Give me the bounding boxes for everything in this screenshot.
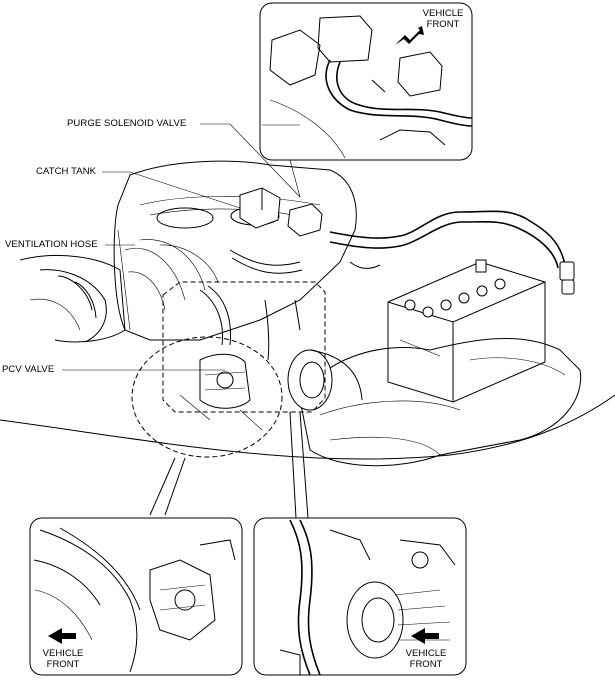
vehicle-front-line2: FRONT xyxy=(426,19,460,30)
bottom-right-inset-vehicle-front: VEHICLE FRONT xyxy=(396,648,456,670)
detail-callouts xyxy=(131,281,326,458)
purge-solenoid-valve xyxy=(239,187,323,237)
leader-lines xyxy=(62,123,301,371)
hoses xyxy=(199,249,381,361)
intake-manifold-runners xyxy=(19,255,126,343)
label-catch-tank: CATCH TANK xyxy=(36,166,97,177)
vacuum-hose xyxy=(329,210,575,295)
inset-connectors xyxy=(149,411,309,519)
battery xyxy=(387,259,546,403)
vehicle-front-line1: VEHICLE xyxy=(42,648,84,659)
vehicle-front-line2: FRONT xyxy=(46,659,80,670)
bottom-left-inset xyxy=(29,517,243,676)
air-cleaner xyxy=(0,337,615,467)
pcv-valve-area xyxy=(179,353,263,431)
bottom-left-inset-vehicle-front: VEHICLE FRONT xyxy=(33,648,93,670)
throttle-body xyxy=(287,349,363,411)
label-purge-solenoid-valve: PURGE SOLENOID VALVE xyxy=(67,118,187,129)
top-inset xyxy=(259,2,473,161)
vehicle-front-line1: VEHICLE xyxy=(422,8,464,19)
engine-cover xyxy=(113,160,357,341)
bottom-right-inset xyxy=(253,517,467,676)
top-inset-vehicle-front: VEHICLE FRONT xyxy=(413,8,473,30)
vehicle-front-line1: VEHICLE xyxy=(405,648,447,659)
label-ventilation-hose: VENTILATION HOSE xyxy=(5,239,98,250)
vehicle-front-line2: FRONT xyxy=(409,659,443,670)
label-pcv-valve: PCV VALVE xyxy=(2,364,55,375)
